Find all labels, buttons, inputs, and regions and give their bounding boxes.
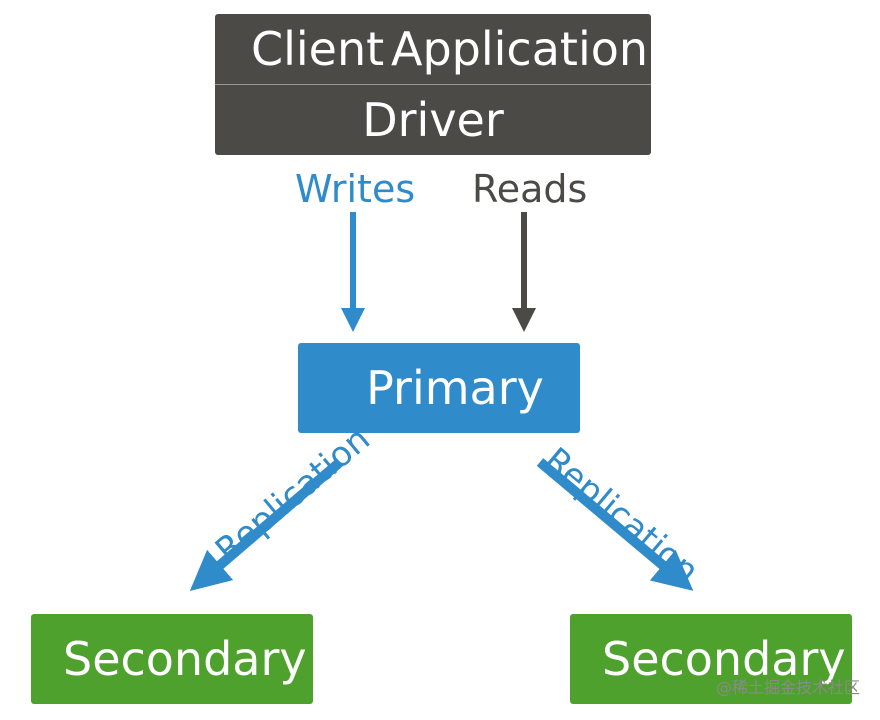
primary-label: Primary	[366, 361, 544, 415]
replication-arrow-left	[189, 458, 344, 592]
secondary-label-right: Secondary	[602, 632, 846, 686]
secondary-label-left: Secondary	[63, 632, 307, 686]
replication-arrow-right	[536, 458, 694, 591]
client-application-box: Client Application Driver	[215, 14, 651, 155]
driver-label: Driver	[362, 93, 504, 147]
reads-label: Reads	[472, 167, 588, 211]
secondary-node-right: Secondary	[570, 614, 852, 704]
watermark: @稀土掘金技术社区	[715, 678, 860, 697]
primary-node: Primary	[298, 343, 580, 433]
client-driver-divider	[215, 84, 651, 85]
secondary-node-left: Secondary	[31, 614, 313, 704]
application-label: Application	[391, 22, 649, 76]
writes-label: Writes	[295, 167, 416, 211]
client-label: Client	[251, 22, 385, 76]
client-application-label: Client Application	[215, 14, 651, 84]
